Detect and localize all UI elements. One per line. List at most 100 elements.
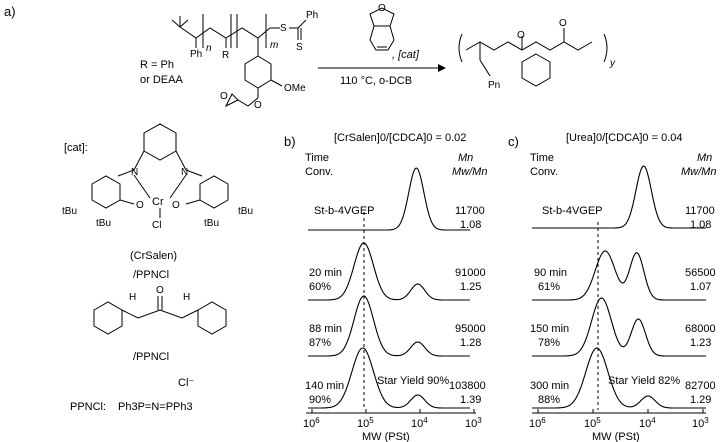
subscript-m: m [270,40,278,51]
chart-b-title: [CrSalen]0/[CDCA]0 = 0.02 [334,132,466,144]
chart-c-title: [Urea]0/[CDCA]0 = 0.04 [566,132,682,144]
cat-label: [cat]: [64,142,88,154]
chart-c-time-header: Time [530,152,554,164]
ester-o-2: O [559,18,567,29]
chart-c-label: c) [508,134,519,149]
urea-h-right: H [183,292,190,303]
tbu-2: tBu [238,206,253,217]
subscript-y: y [609,58,616,69]
tbu-4: tBu [204,218,219,229]
cr-atom: Cr [152,196,164,208]
chart-b-trace-3-conv: 90% [309,394,331,406]
chart-b-mn-header: Mn [458,152,473,164]
ome-label: OMe [284,83,306,94]
chart-b-trace-3-mn: 103800 [449,380,486,392]
crsalen-label: (CrSalen) [130,250,177,262]
chart-b-trace-1-pdi: 1.25 [460,281,481,293]
chart-b-trace-2-conv: 87% [309,337,331,349]
chart-b-trace-3-time: 140 min [305,380,344,392]
chart-c-trace-1-pdi: 1.07 [690,281,711,293]
monomer-structure [171,14,307,108]
reaction-conditions: 110 °C, o-DCB [340,75,412,87]
tbu-3: tBu [96,218,111,229]
chart-c-ticklabel-3: 103 [692,416,709,430]
chart-b-trace-0-name: St-b-4VGEP [314,205,375,217]
chart-b-star-yield: Star Yield 90% [377,375,449,387]
chart-c-trace-2-time: 150 min [530,323,569,335]
thione-s-label: S [296,42,303,53]
chart-b-pdi-header: Mw/Mn [452,166,487,178]
chart-b-trace-1-mn: 91000 [455,267,486,279]
chart-c-trace-3-conv: 88% [538,394,560,406]
chart-c-trace-0-name: St-b-4VGEP [542,205,603,217]
cr-n-right: N [181,167,188,178]
chart-c-star-yield: Star Yield 82% [608,375,680,387]
chart-c-pdi-header: Mw/Mn [681,166,716,178]
chart-c-xlabel: MW (PSt) [592,431,640,442]
ph-substituent-label: Ph [190,49,202,60]
gpc-trace-3 [532,347,706,409]
chart-b-label: b) [284,134,296,149]
chart-b-ticklabel-0: 106 [303,416,320,430]
chart-c-ticklabel-2: 104 [639,416,656,430]
chart-b-time-header: Time [305,152,329,164]
gpc-trace-0 [308,167,470,231]
chart-c-trace-3-time: 300 min [530,380,569,392]
chart-c-trace-2-conv: 78% [538,337,560,349]
gpc-trace-3 [308,347,470,409]
chart-b-trace-0-mn: 11700 [455,205,485,217]
epoxide-o-label: O [220,91,228,102]
urea-structure [93,296,227,335]
chart-c-mn-header: Mn [697,152,712,164]
urea-o: O [156,285,164,296]
cr-o-right: O [172,200,180,211]
chart-b: b) [CrSalen]0/[CDCA]0 = 0.02 Time Conv. … [284,132,487,442]
pn-label: Pn [488,80,500,91]
chart-c-trace-0-mn: 11700 [685,205,715,217]
chart-c-ticklabel-1: 105 [584,416,601,430]
panel-a-label: a) [4,4,16,19]
urea-cocatalyst: /PPNCl [133,351,169,363]
product-structure [458,28,608,87]
cr-n-left: N [131,167,138,178]
chart-c: c) [Urea]0/[CDCA]0 = 0.04 Time Conv. Mn … [508,132,716,442]
chart-b-ticklabel-1: 105 [357,416,374,430]
catalyst-bracket: , [cat] [392,49,420,61]
anhydride-o-label: O [378,3,386,14]
urea-h-left: H [129,292,136,303]
chart-c-ticklabel-0: 106 [529,416,546,430]
raft-ph-label: Ph [306,10,318,21]
chart-b-ticklabel-3: 103 [465,416,482,430]
chart-b-trace-3-pdi: 1.39 [460,394,481,406]
tbu-1: tBu [62,206,77,217]
gpc-trace-1 [532,250,706,301]
chart-b-trace-0-pdi: 1.08 [460,219,481,231]
cdca-structure [369,7,395,51]
chart-c-trace-2-mn: 68000 [685,323,716,335]
chart-b-trace-2-time: 88 min [309,323,342,335]
chart-c-trace-0-pdi: 1.08 [690,219,711,231]
chart-b-conv-header: Conv. [305,166,333,178]
gpc-trace-2 [308,295,470,357]
chart-c-trace-1-time: 90 min [534,267,567,279]
crsalen-structure [91,123,229,218]
r-substituent-label: R [222,50,229,61]
chart-b-ticklabel-2: 104 [411,416,428,430]
chart-b-trace-1-conv: 60% [309,281,331,293]
chart-b-trace-2-pdi: 1.28 [460,337,481,349]
chart-b-trace-2-mn: 95000 [455,323,486,335]
chart-b-trace-1-time: 20 min [309,267,342,279]
ppncl-label: PPNCl: [70,401,106,413]
chart-b-xlabel: MW (PSt) [362,431,410,442]
chart-c-trace-3-mn: 82700 [685,380,716,392]
chart-c-trace-1-conv: 61% [538,281,560,293]
chart-c-trace-1-mn: 56500 [685,267,716,279]
subscript-n: n [206,43,212,54]
chart-c-conv-header: Conv. [530,166,558,178]
ether-o-label: O [254,100,262,111]
ppncl-chloride: Cl⁻ [178,377,194,389]
cr-o-left: O [136,200,144,211]
thio-s-label: S [280,23,287,34]
gpc-trace-0 [532,165,706,229]
cr-cl: Cl [152,220,161,231]
